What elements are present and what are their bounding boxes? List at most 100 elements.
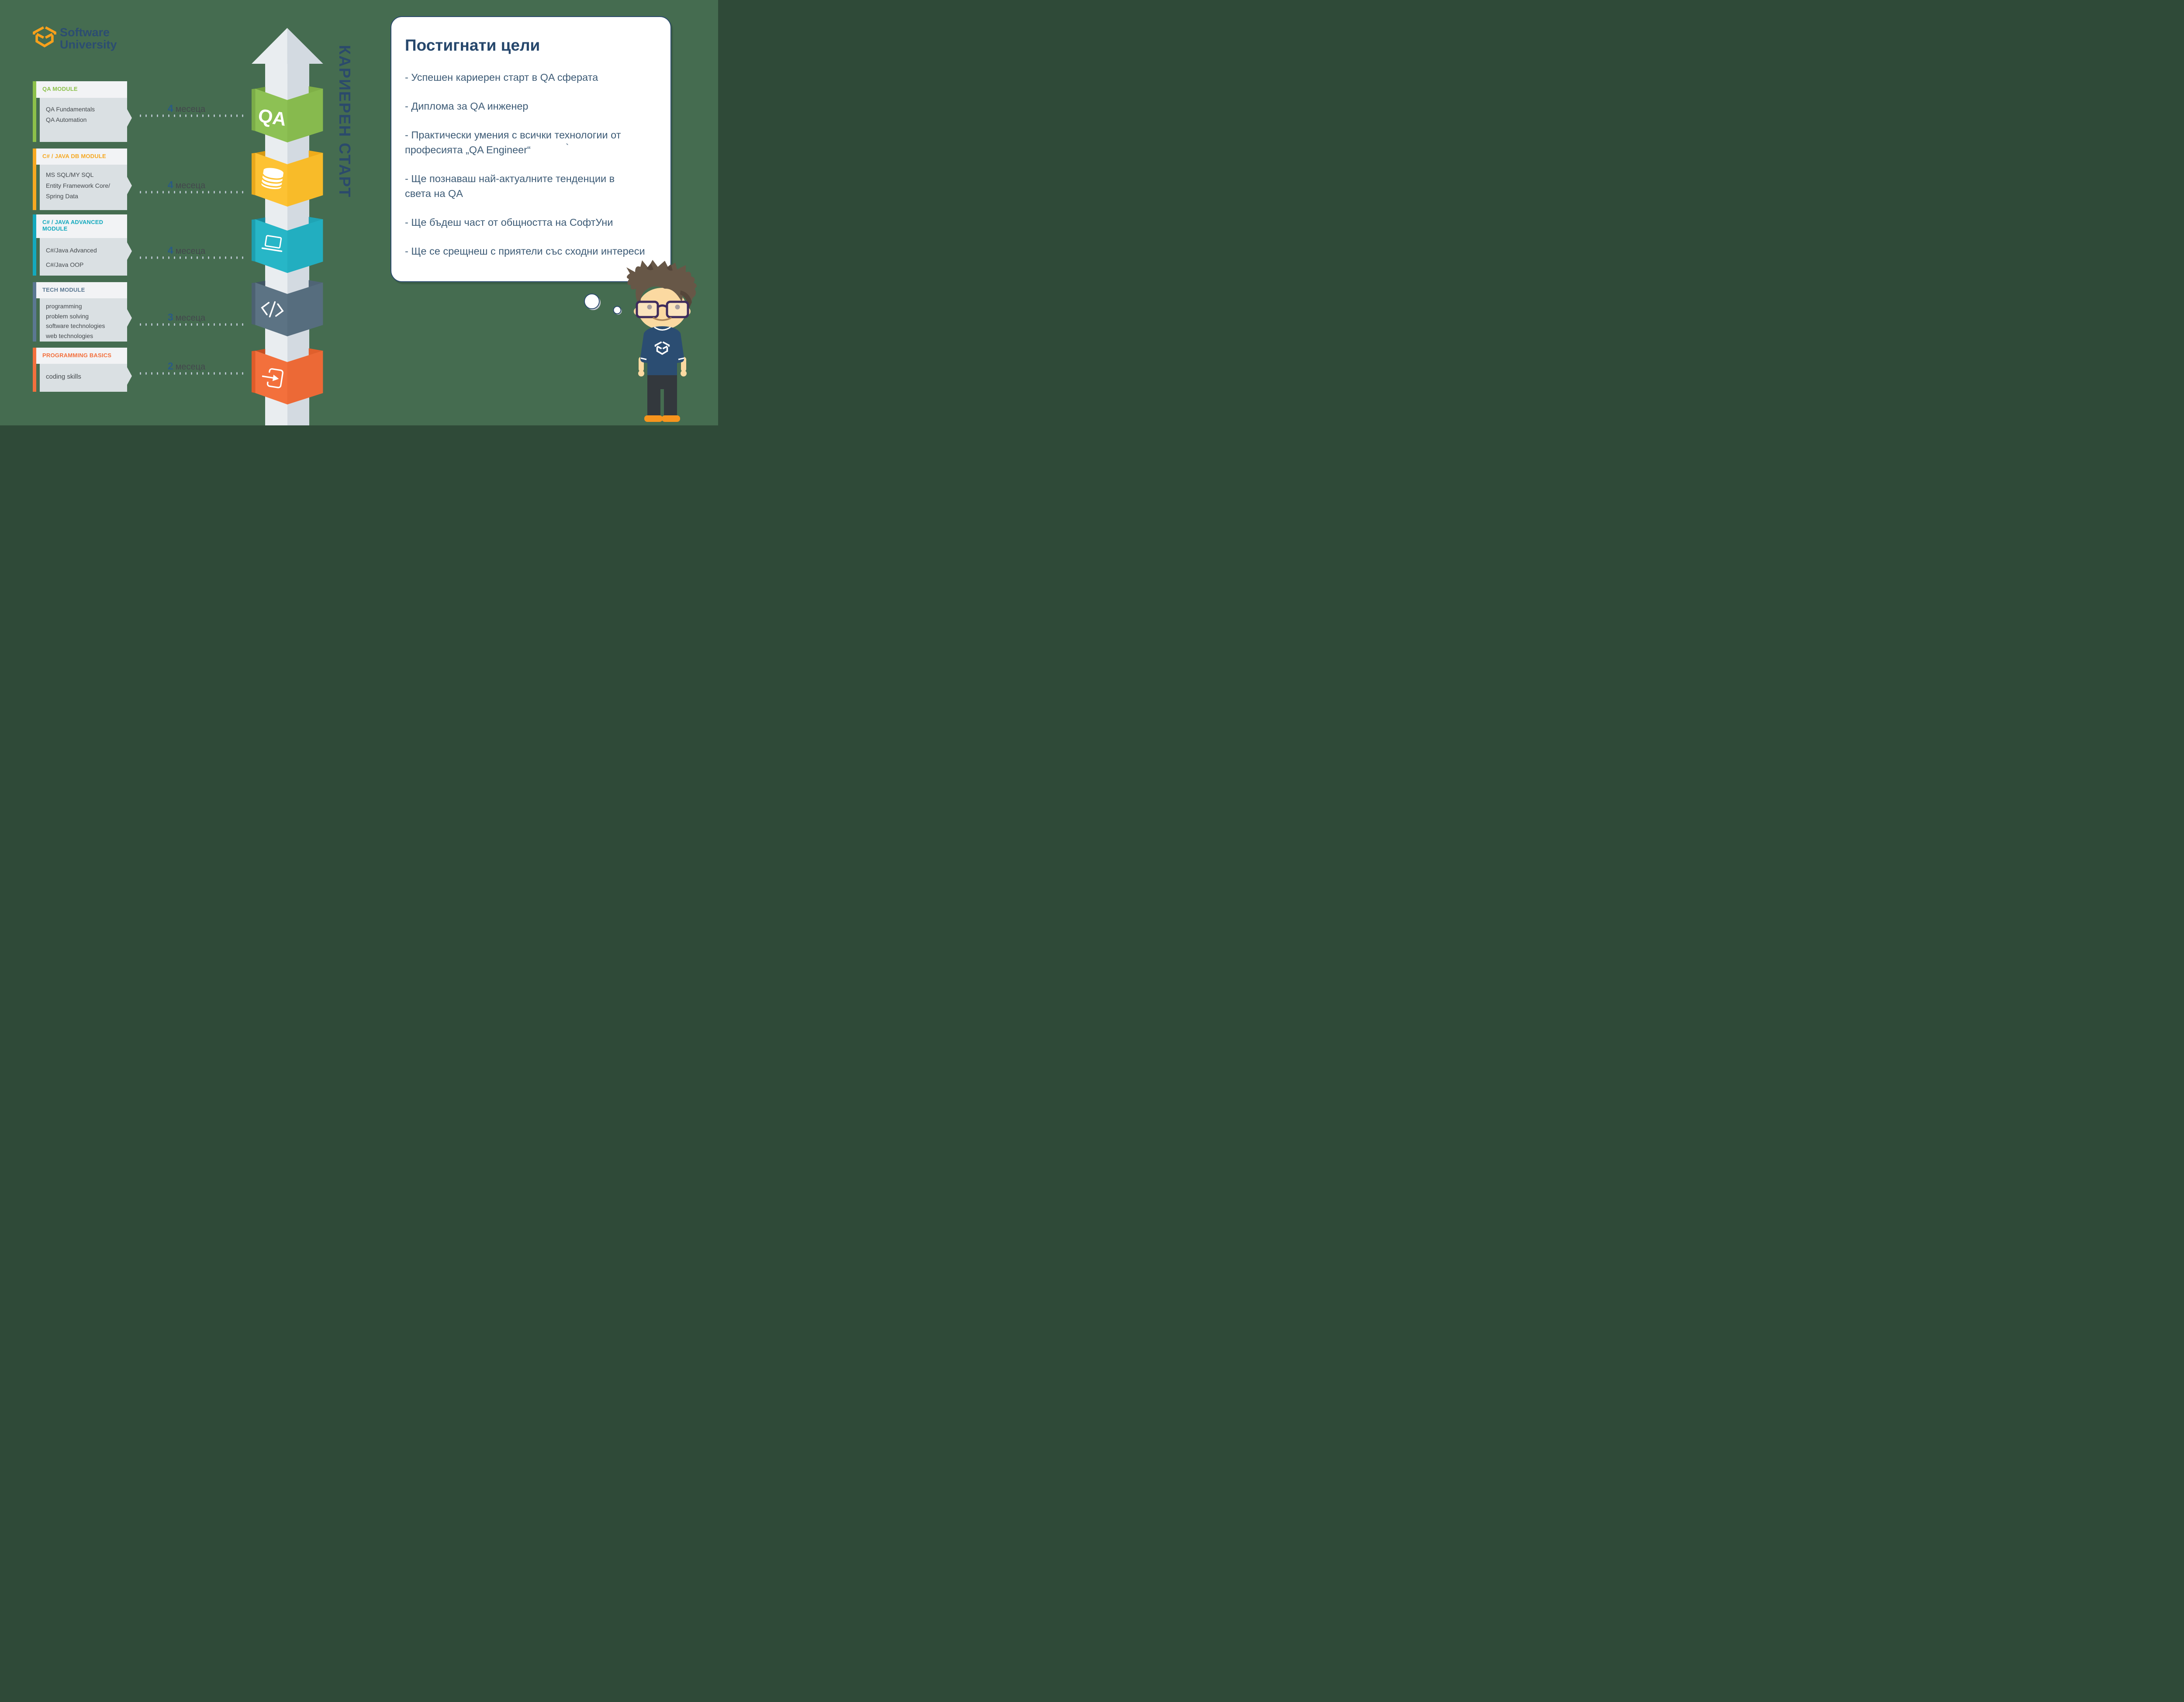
duration-number: 4 — [167, 245, 173, 256]
duration-number: 4 — [167, 179, 173, 190]
logo-line: University — [60, 38, 117, 51]
course-line: C#/Java OOP — [46, 261, 84, 268]
accent-strip — [33, 148, 36, 210]
glasses-left-lens — [636, 300, 659, 318]
face — [638, 288, 687, 330]
goal-item: - Успешен кариерен старт в QA сферата — [405, 72, 598, 83]
course-line: coding skills — [46, 373, 81, 380]
course-line: software technologies — [46, 322, 105, 329]
hair — [626, 260, 697, 304]
course-line: Entity Framework Core/ — [46, 182, 111, 189]
student-character — [581, 260, 718, 425]
thought-bubble-small — [613, 306, 622, 314]
accent-strip — [33, 282, 36, 342]
card-db-module: C# / JAVA DB MODULE MS SQL/MY SQL Entity… — [33, 148, 132, 210]
card-title: TECH MODULE — [36, 282, 127, 298]
card-pointer — [127, 367, 132, 385]
database-icon — [261, 168, 284, 190]
goal-item: - Ще се срещнеш с приятели със сходни ин… — [405, 245, 645, 257]
duration-unit: месеца — [175, 362, 206, 372]
goal-item: - Диплома за QA инженер — [405, 100, 529, 112]
logo-text: Software University — [60, 26, 117, 51]
card-advanced-module: C# / JAVA ADVANCED MODULE C#/Java Advanc… — [33, 214, 132, 276]
course-line: programming — [46, 303, 82, 310]
goal-item: - Ще познаваш най-актуалните тенденции в… — [405, 173, 615, 199]
logo-line: Software — [60, 26, 110, 39]
card-body: QA Fundamentals QA Automation — [40, 98, 127, 142]
course-line: web technologies — [46, 332, 93, 339]
softuni-logo-icon — [33, 26, 56, 48]
collar — [654, 326, 671, 331]
card-title: QA MODULE — [36, 81, 127, 98]
goals-title: Постигнати цели — [405, 36, 540, 54]
dotted-connector — [140, 323, 244, 326]
accent-strip — [33, 81, 36, 142]
shoe — [644, 415, 663, 422]
card-qa-module: QA MODULE QA Fundamentals QA Automation — [33, 81, 132, 142]
card-body: MS SQL/MY SQL Entity Framework Core/ Spr… — [40, 165, 127, 210]
dotted-connector — [140, 256, 244, 259]
course-line: C#/Java Advanced — [46, 247, 97, 254]
card-pointer — [127, 309, 132, 327]
tshirt-logo-icon — [654, 341, 670, 355]
duration-number: 2 — [167, 360, 173, 372]
goals-list: - Успешен кариерен старт в QA сферата - … — [391, 70, 670, 259]
band-advanced-module — [252, 217, 323, 273]
card-tech-module: TECH MODULE programming problem solving … — [33, 282, 132, 342]
qa-label: QA — [257, 105, 288, 130]
card-body: programming problem solving software tec… — [40, 298, 127, 342]
card-title: PROGRAMMING BASICS — [36, 348, 127, 364]
hand — [681, 370, 687, 376]
duration-number: 3 — [167, 311, 173, 323]
card-pointer — [127, 242, 132, 260]
card-title: C# / JAVA ADVANCED MODULE — [36, 214, 127, 238]
glasses-bridge — [657, 304, 668, 308]
duration-unit: месеца — [175, 181, 206, 190]
eye — [647, 304, 652, 310]
thought-bubble-large — [584, 293, 600, 309]
stray-mark: ` — [566, 142, 569, 153]
sign-in-icon — [262, 368, 283, 388]
eye — [675, 304, 680, 310]
course-line: QA Automation — [46, 116, 87, 123]
band-basics-module — [252, 348, 323, 404]
card-body: coding skills — [40, 364, 127, 392]
band-qa-module: QA — [252, 86, 323, 142]
code-icon — [261, 301, 284, 318]
course-line: Spring Data — [46, 193, 78, 200]
leg — [664, 387, 677, 417]
course-line: QA Fundamentals — [46, 106, 95, 113]
duration-unit: месеца — [175, 313, 206, 323]
achieved-goals-card: Постигнати цели - Успешен кариерен старт… — [390, 16, 671, 282]
hair-shadow — [646, 263, 692, 308]
duration-number: 4 — [167, 103, 173, 114]
career-start-label: КАРИЕРЕН СТАРТ — [336, 45, 354, 198]
accent-strip — [33, 348, 36, 392]
card-programming-basics: PROGRAMMING BASICS coding skills — [33, 348, 132, 392]
leg — [647, 387, 660, 417]
dotted-connector — [140, 372, 244, 375]
card-pointer — [127, 109, 132, 127]
goal-item: - Ще бъдеш част от общността на СофтУни — [405, 217, 613, 228]
accent-strip — [33, 214, 36, 276]
goal-item: - Практически умения с всички технологии… — [405, 129, 621, 155]
dotted-connector — [140, 114, 244, 117]
card-body: C#/Java Advanced C#/Java OOP — [40, 238, 127, 276]
band-tech-module — [252, 280, 323, 336]
course-line: problem solving — [46, 312, 89, 320]
dotted-connector — [140, 191, 244, 193]
smile — [653, 317, 672, 321]
tshirt — [640, 326, 684, 376]
band-db-module — [252, 150, 323, 207]
card-title: C# / JAVA DB MODULE — [36, 148, 127, 165]
duration-unit: месеца — [175, 104, 206, 114]
